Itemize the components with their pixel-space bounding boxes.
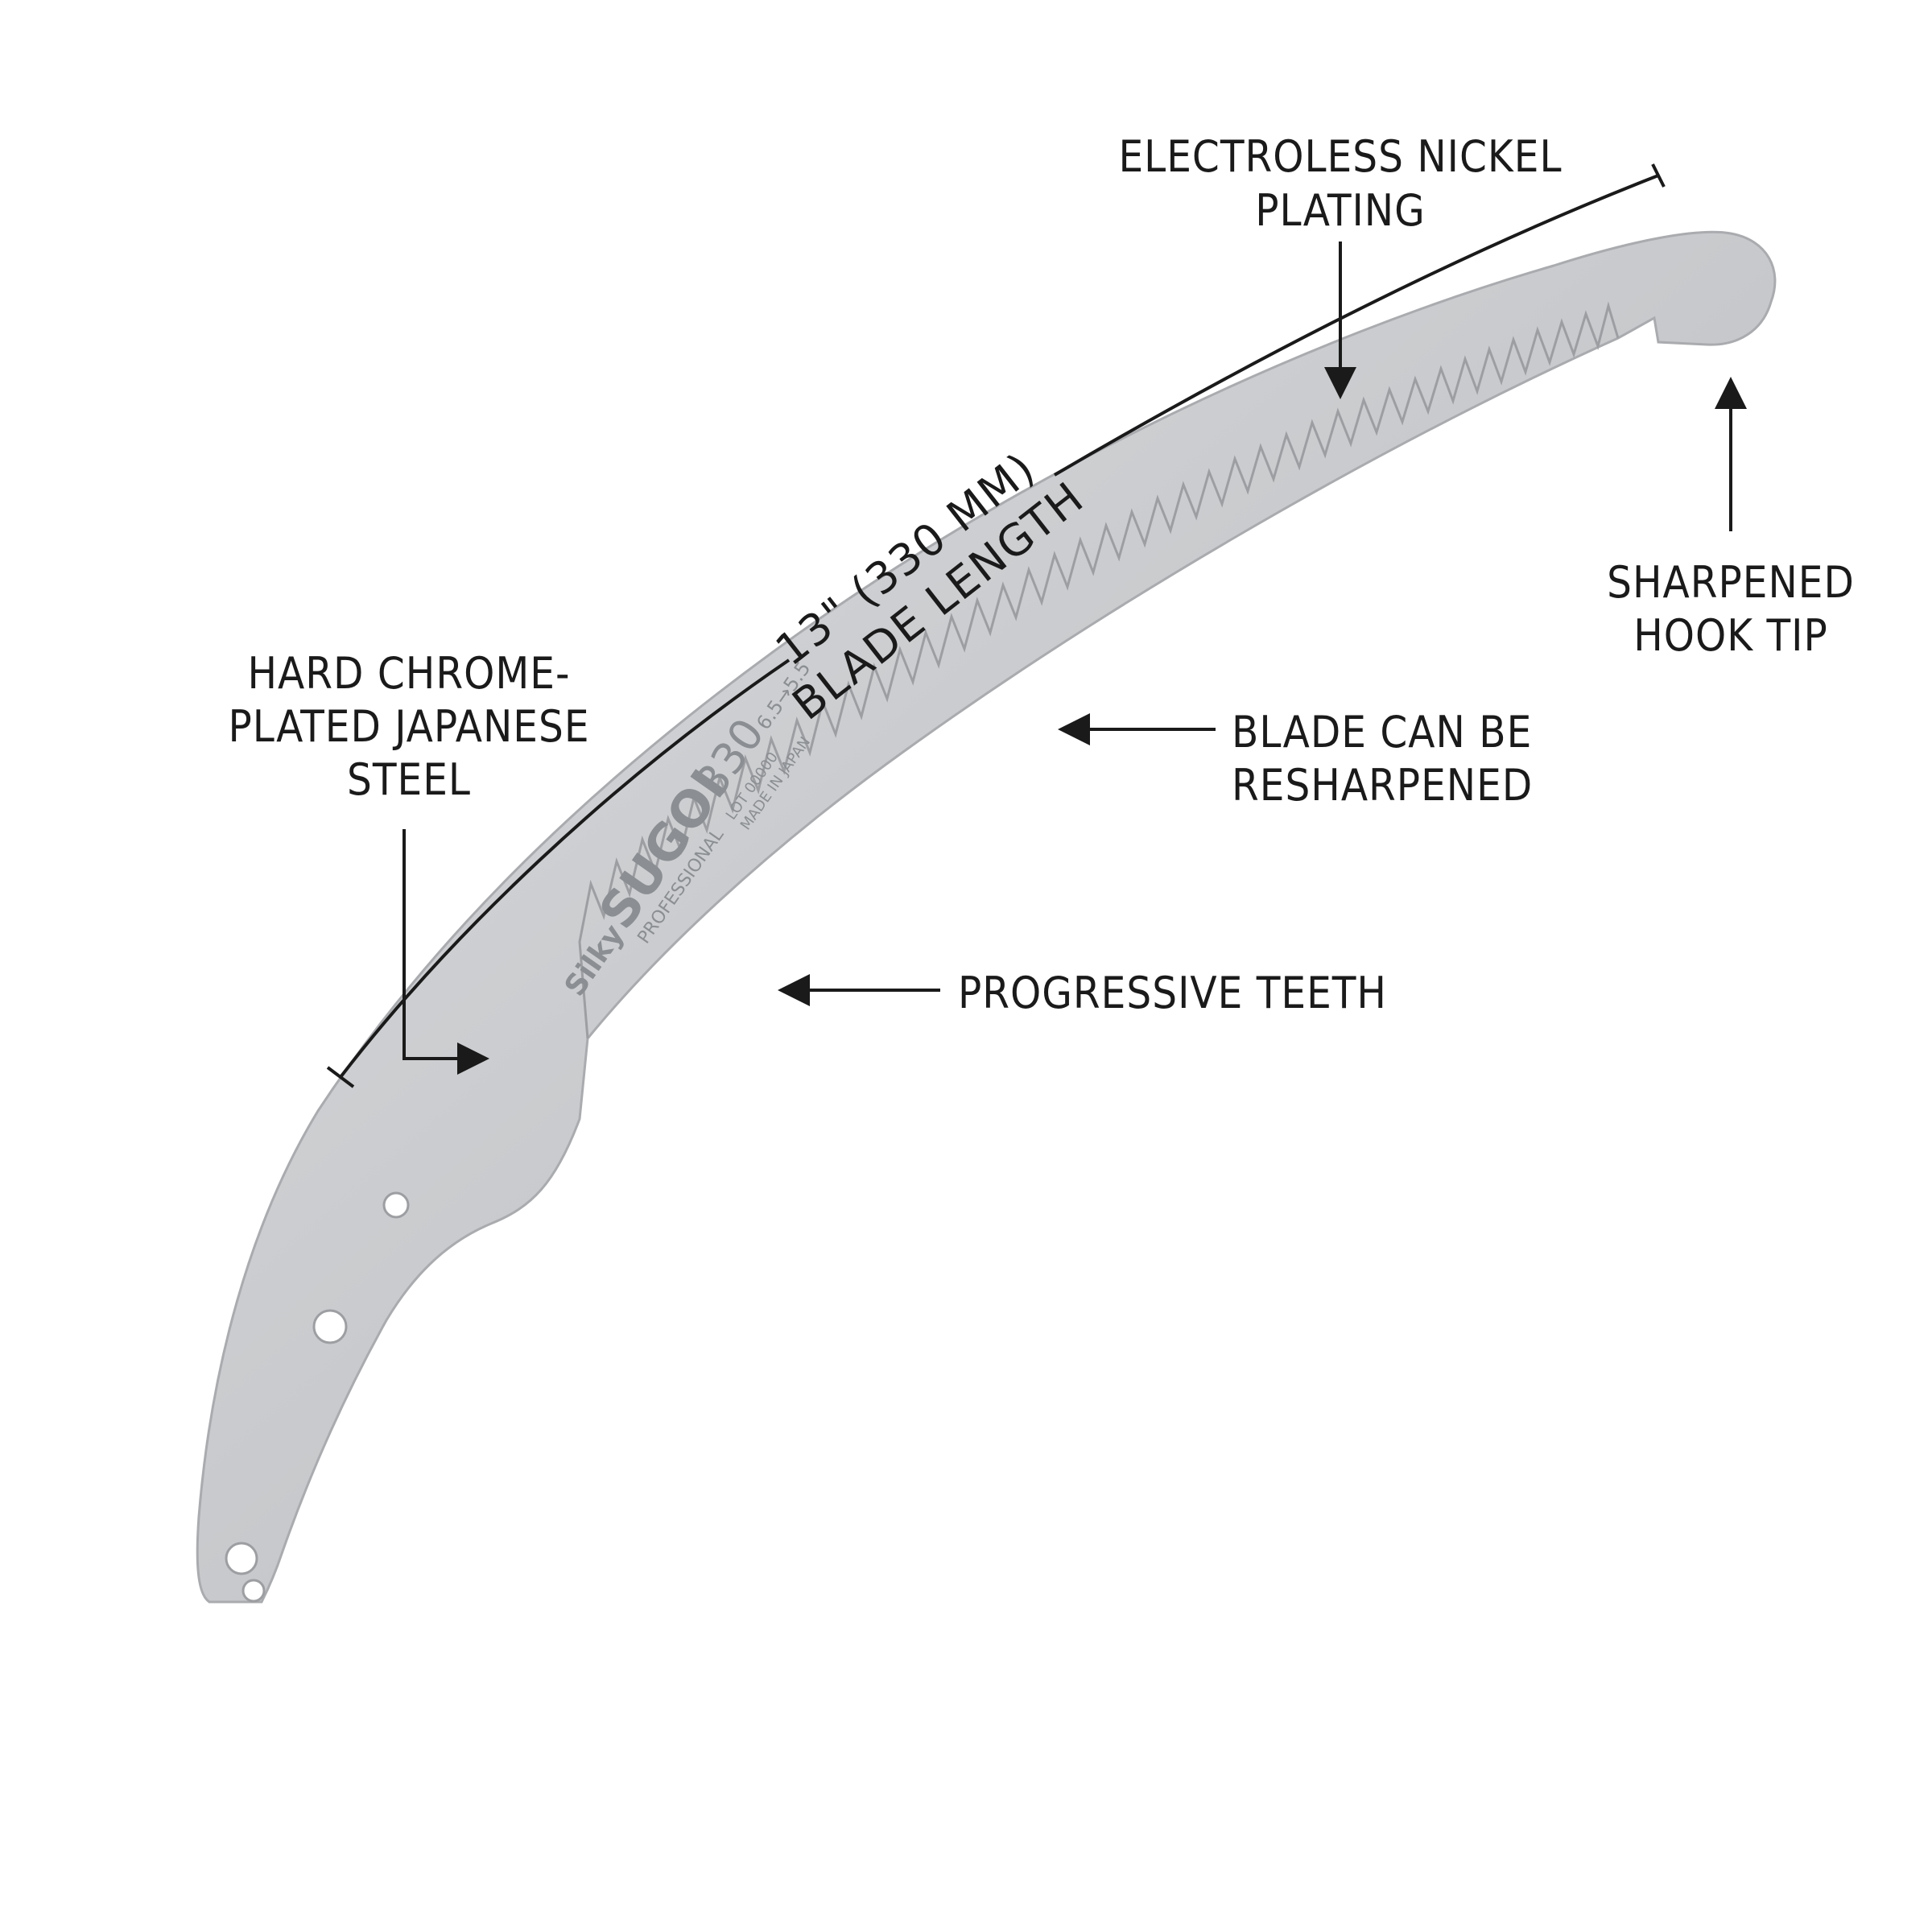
blade-teeth [578, 301, 1620, 1039]
steel-label-line2: PLATED JAPANESE [228, 701, 589, 752]
steel-label-line3: STEEL [347, 754, 471, 805]
callout-plating: ELECTROLESS NICKEL PLATING [1118, 131, 1562, 399]
hook-label-line2: HOOK TIP [1633, 610, 1828, 661]
callout-resharpen: BLADE CAN BE RESHARPENED [1058, 707, 1533, 811]
plating-label-line2: PLATING [1255, 185, 1426, 236]
resharpen-label-line1: BLADE CAN BE [1232, 707, 1532, 758]
steel-arrow [402, 829, 489, 1075]
blade-body [196, 230, 1777, 1604]
blade-hole [312, 1309, 348, 1344]
steel-label-line1: HARD CHROME- [248, 648, 571, 699]
callout-teeth: PROGRESSIVE TEETH [778, 968, 1387, 1018]
blade-hole [382, 1191, 410, 1219]
dimension-line [1053, 174, 1659, 477]
callout-hook-tip: SHARPENED HOOK TIP [1607, 377, 1855, 661]
dimension-line [339, 658, 791, 1079]
callout-steel: HARD CHROME- PLATED JAPANESE STEEL [228, 648, 589, 1075]
dimension-end-cap [326, 1066, 355, 1088]
teeth-label: PROGRESSIVE TEETH [958, 968, 1387, 1018]
hook-label-line1: SHARPENED [1607, 557, 1855, 608]
plating-label-line1: ELECTROLESS NICKEL [1118, 131, 1562, 182]
saw-blade: Silky SUGOI 330 6.5→5.5 PROFESSIONAL LOT… [196, 230, 1777, 1604]
dimension-end-cap [1651, 163, 1666, 188]
blade-hole [225, 1542, 258, 1575]
blade-hole [242, 1579, 266, 1603]
resharpen-label-line2: RESHARPENED [1232, 760, 1533, 811]
